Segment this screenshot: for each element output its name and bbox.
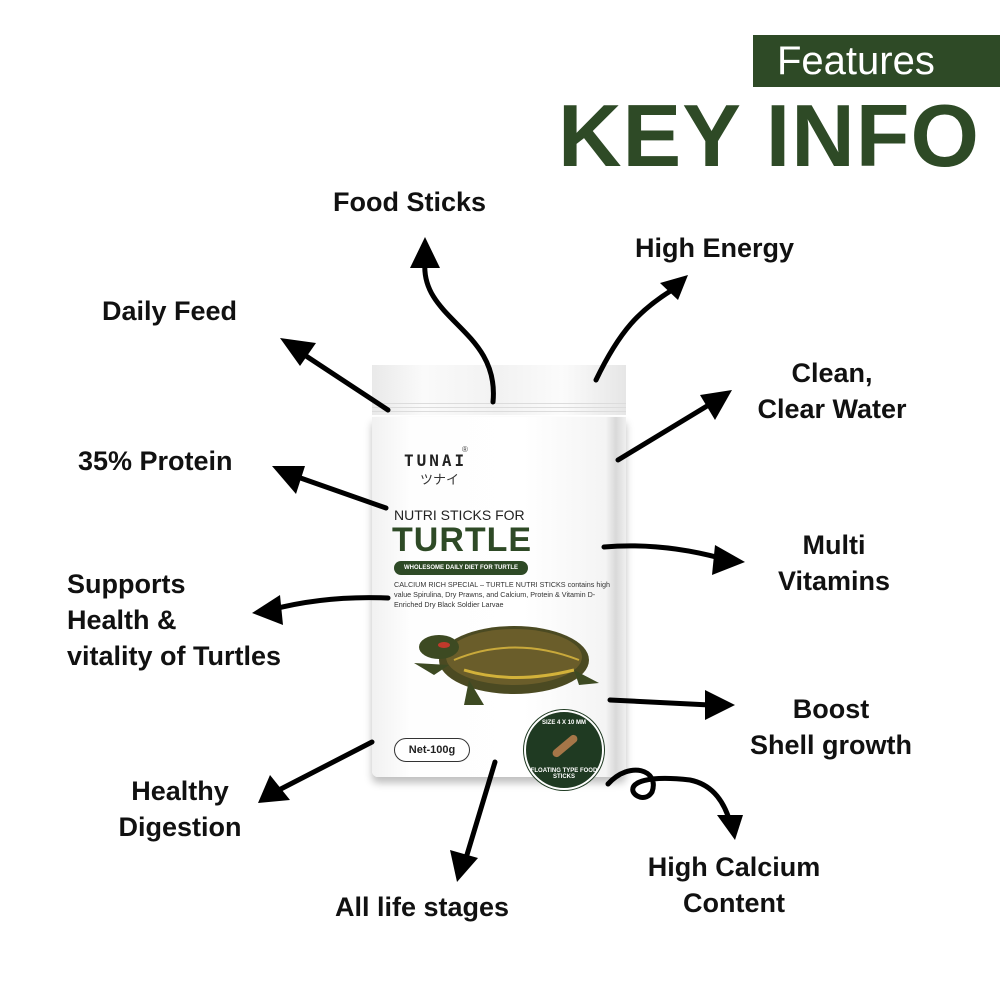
- arrow-calcium: [605, 767, 733, 825]
- label-digestion-line2: Digestion: [118, 812, 242, 842]
- label-supports-line1: Supports: [67, 569, 186, 599]
- label-supports-line2: Health &: [67, 605, 177, 635]
- floating-sticks-seal: SIZE 4 X 10 MM FLOATING TYPE FOOD STICKS: [524, 710, 604, 790]
- seal-type-text: FLOATING TYPE FOOD STICKS: [530, 768, 598, 780]
- label-multi-line1: Multi: [802, 530, 866, 560]
- label-high-energy: High Energy: [635, 233, 795, 263]
- product-tagline: WHOLESOME DAILY DIET FOR TURTLE: [394, 561, 528, 575]
- turtle-image: [414, 626, 599, 705]
- label-clean-water: Clean, Clear Water: [748, 355, 916, 427]
- label-clean-water-line1: Clean,: [791, 358, 873, 388]
- label-shell-line2: Shell growth: [750, 730, 912, 760]
- bag-top-seal: [372, 365, 626, 415]
- features-badge: Features: [753, 35, 1000, 87]
- page-title: KEY INFO: [558, 86, 981, 185]
- product-subtitle: NUTRI STICKS FOR: [394, 507, 525, 523]
- label-all-life-stages: All life stages: [335, 892, 510, 922]
- label-digestion-line1: Healthy: [131, 776, 229, 806]
- brand-japanese: ツナイ: [420, 472, 460, 487]
- label-food-sticks: Food Sticks: [333, 187, 487, 217]
- label-healthy-digestion: Healthy Digestion: [110, 773, 250, 845]
- seal-size-text: SIZE 4 X 10 MM: [541, 720, 586, 726]
- label-calcium-line1: High Calcium: [647, 852, 821, 882]
- net-weight-badge: Net-100g: [394, 738, 470, 762]
- label-shell-growth: Boost Shell growth: [740, 691, 922, 763]
- arrow-clean-water: [615, 400, 715, 463]
- label-high-calcium: High Calcium Content: [637, 849, 831, 921]
- label-multi-vitamins: Multi Vitamins: [770, 527, 898, 599]
- product-description: CALCIUM RICH SPECIAL – TURTLE NUTRI STIC…: [394, 580, 610, 609]
- label-multi-line2: Vitamins: [777, 566, 891, 596]
- label-supports-health: Supports Health & vitality of Turtles: [67, 566, 281, 674]
- product-bag: TUNAI ® ツナイ NUTRI STICKS FOR TURTLE WHOL…: [372, 365, 626, 790]
- label-shell-line1: Boost: [792, 694, 870, 724]
- label-supports-line3: vitality of Turtles: [67, 641, 282, 671]
- registered-mark: ®: [462, 445, 468, 454]
- food-stick-icon: [550, 733, 580, 759]
- arrow-supports: [267, 595, 391, 613]
- label-clean-water-line2: Clear Water: [757, 394, 907, 424]
- arrow-digestion: [272, 739, 375, 795]
- label-calcium-line2: Content: [683, 888, 785, 918]
- label-daily-feed: Daily Feed: [102, 296, 238, 326]
- product-name: TURTLE: [392, 521, 533, 559]
- label-protein: 35% Protein: [78, 446, 233, 476]
- brand-logo: TUNAI: [404, 451, 468, 470]
